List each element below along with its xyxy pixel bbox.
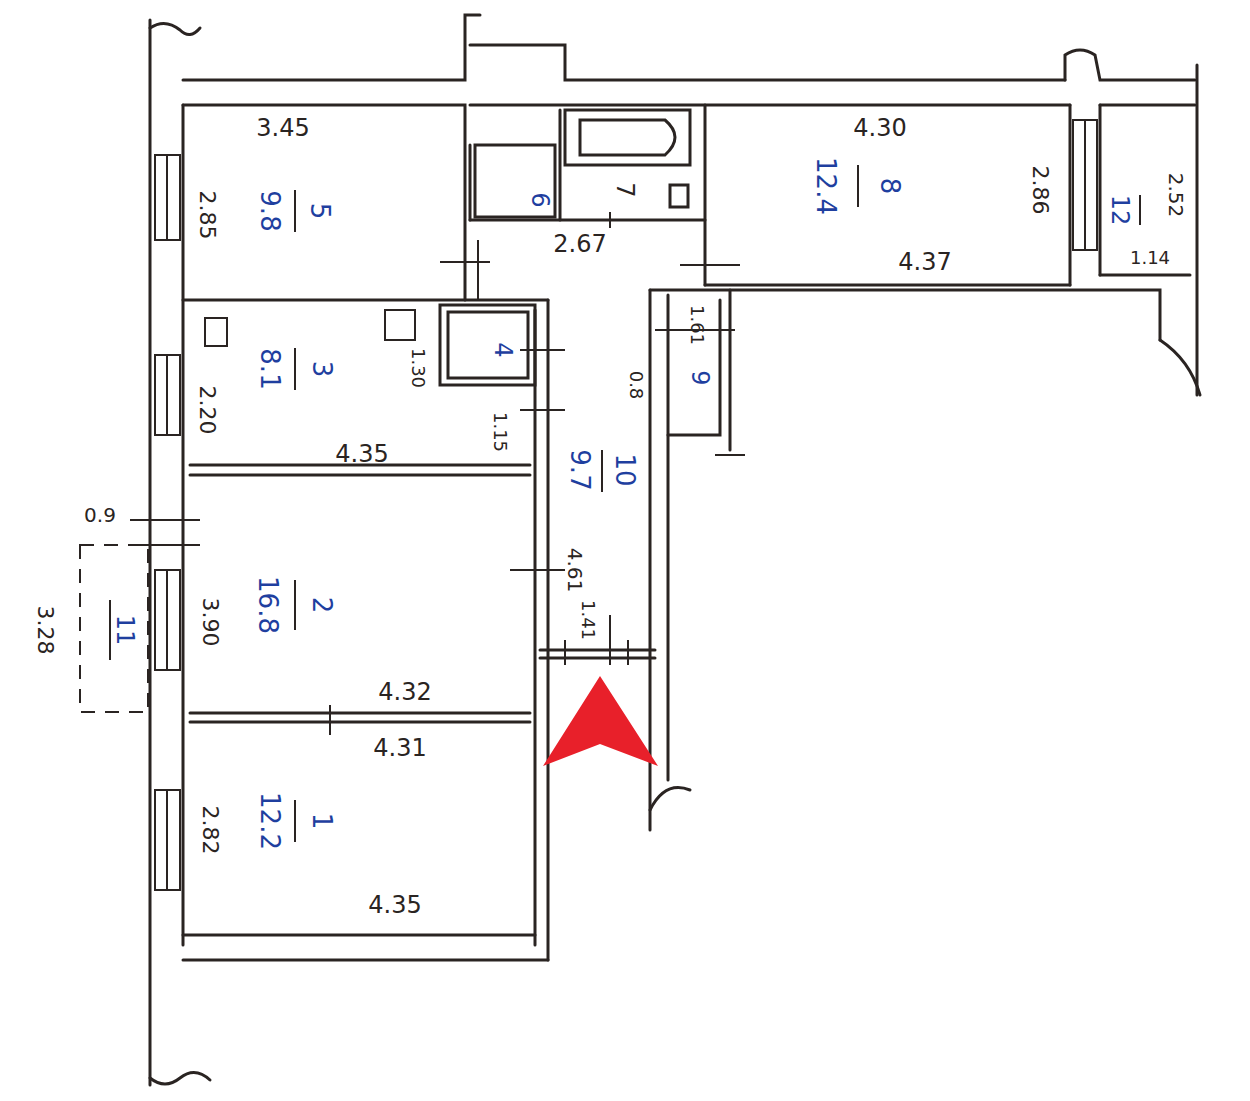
dimension-label: 4.32 — [378, 680, 431, 704]
dimension-label: 1.15 — [491, 412, 509, 452]
dimension-label: 2.52 — [1166, 173, 1186, 218]
dimension-label: 2.67 — [553, 232, 606, 256]
room-number: 1 — [309, 813, 335, 830]
room-area: 8.1 — [257, 348, 283, 389]
dimension-label: 2.20 — [196, 386, 218, 435]
dimension-label: 2.82 — [199, 806, 221, 855]
dimension-label: 1.41 — [579, 600, 597, 640]
room-number: 11 — [113, 615, 137, 646]
dimension-label: 1.30 — [409, 348, 427, 388]
dimension-label: 0.8 — [627, 371, 645, 400]
entrance-arrow — [543, 676, 658, 766]
dimension-label: 4.37 — [898, 250, 951, 274]
walls — [150, 15, 1200, 1085]
room-area: 9.8 — [257, 190, 283, 231]
room-number: 7 — [613, 182, 637, 197]
balcony-outline — [80, 545, 148, 712]
dimension-label: 1.61 — [688, 305, 706, 345]
dimension-label: 3.90 — [199, 598, 221, 647]
room-number: 12 — [1108, 195, 1132, 226]
windows — [155, 120, 1097, 890]
dimension-label: 4.31 — [373, 736, 426, 760]
fraction-lines — [110, 165, 1140, 842]
dimension-label: 4.30 — [853, 116, 906, 140]
room-area: 9.7 — [567, 449, 593, 490]
room-number: 8 — [877, 178, 903, 195]
room-number: 3 — [309, 361, 335, 378]
room-number: 6 — [528, 192, 552, 207]
room-area: 16.8 — [255, 576, 281, 634]
room-number: 5 — [307, 203, 333, 220]
dimension-label: 4.35 — [368, 893, 421, 917]
room-number: 10 — [612, 453, 638, 486]
room-area: 12.2 — [257, 792, 283, 850]
door-ticks — [130, 212, 745, 735]
room-number: 9 — [688, 370, 712, 385]
dimension-label: 0.9 — [84, 505, 116, 525]
dimension-label: 3.45 — [256, 116, 309, 140]
dimension-label: 2.86 — [1029, 166, 1051, 215]
room-number: 4 — [491, 342, 515, 357]
dimension-label: 2.85 — [196, 191, 218, 240]
dimension-label: 4.61 — [565, 548, 585, 593]
dimension-label: 1.14 — [1130, 249, 1170, 267]
dimension-label: 3.28 — [34, 606, 56, 655]
room-area: 12.4 — [813, 157, 839, 215]
room-number: 2 — [309, 597, 335, 614]
dimension-label: 4.35 — [335, 442, 388, 466]
fixtures — [205, 310, 415, 346]
